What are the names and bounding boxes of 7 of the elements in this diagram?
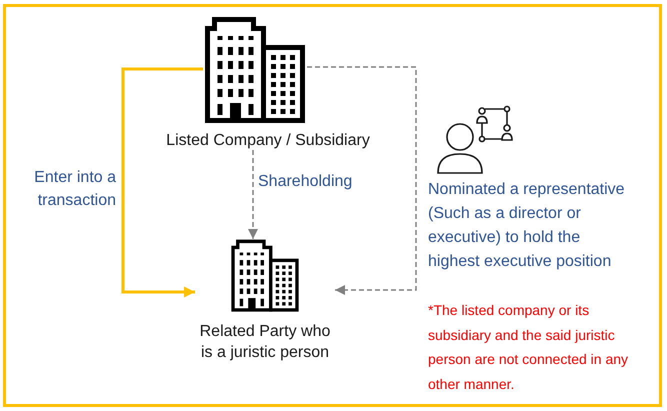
edge-label: Nominated a representative (Such as a director or executive) to hold the highest executive position [428, 180, 626, 272]
edge-label: Shareholding [258, 172, 354, 192]
connector-arrow [248, 150, 258, 239]
node-label: Listed Company / Subsidiary [166, 131, 370, 150]
node-label: Related Party who is a juristic person [198, 322, 332, 363]
footnote-text: *The listed company or its subsidiary and the said juristic person are not connected in any other manner. [428, 301, 630, 394]
connector-arrow [307, 66, 417, 295]
